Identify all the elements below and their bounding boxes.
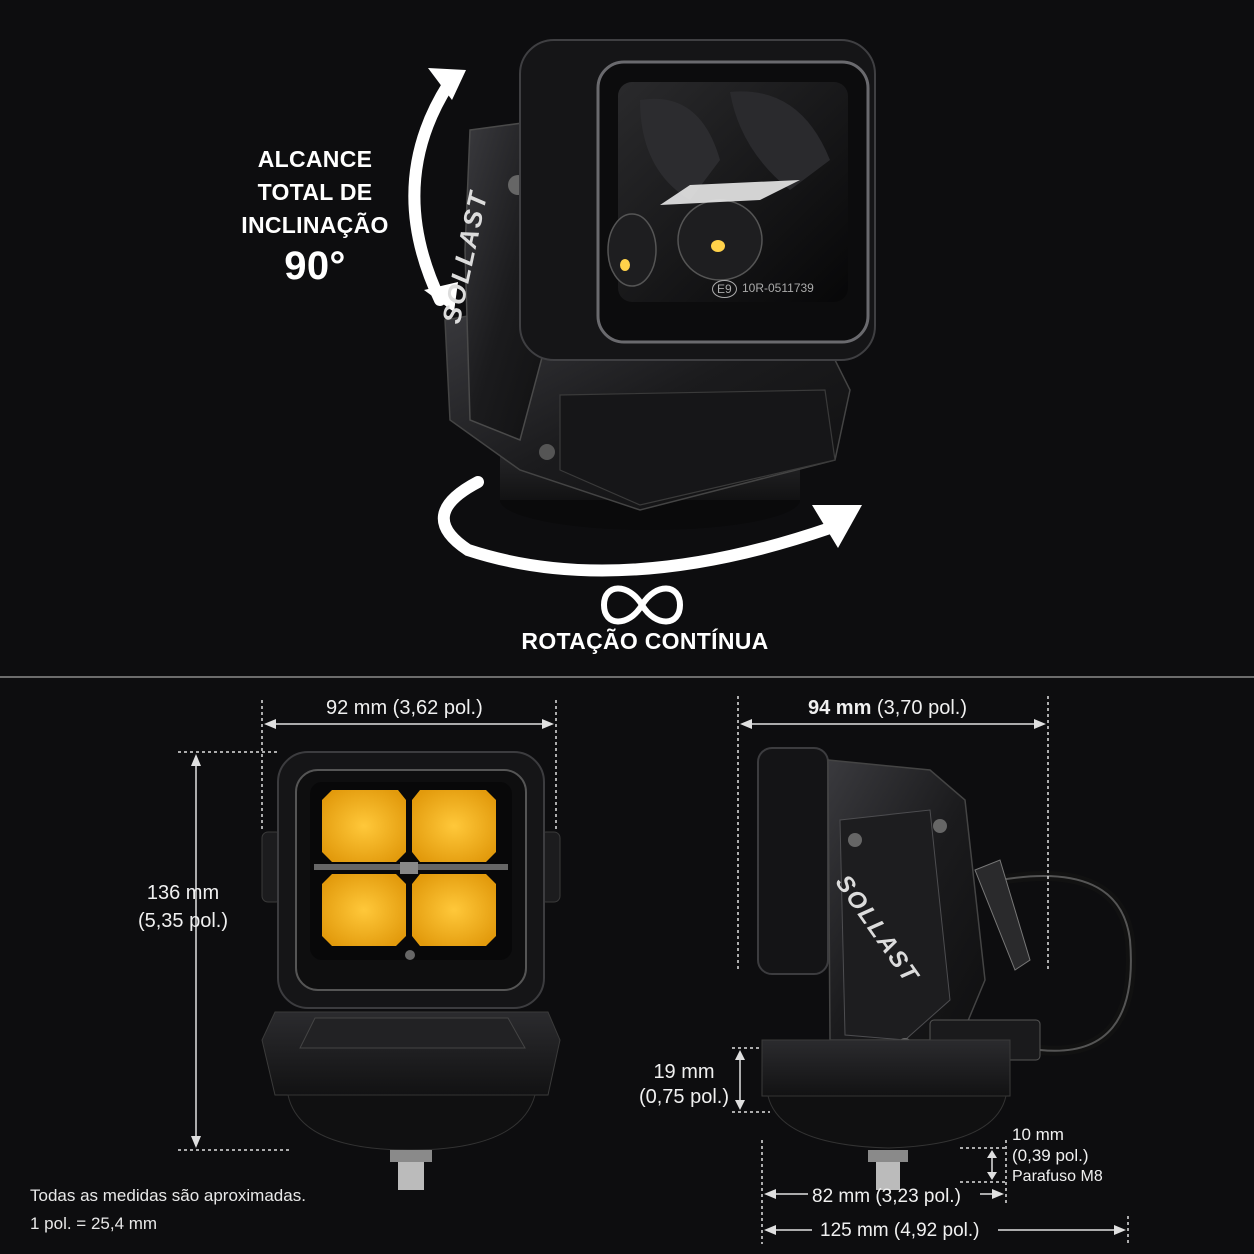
lamp-marking-e: E9 [712,280,737,298]
tilt-degrees: 90° [284,244,346,288]
section-divider [0,676,1254,678]
measurement-notes: Todas as medidas são aproximadas. 1 pol.… [30,1182,306,1238]
infinity-icon [600,585,684,625]
tilt-label-line-2: TOTAL DE [257,179,373,205]
front-height-label: 136 mm (5,35 pol.) [118,879,248,935]
rotation-arrow-icon [437,476,862,577]
front-view-lamp [261,751,561,1190]
bolt-in: (0,39 pol.) [1012,1146,1089,1165]
note-approximate: Todas as medidas são aproximadas. [30,1186,306,1205]
tilt-label-line-1: ALCANCE [257,146,373,172]
front-height-mm: 136 mm [146,882,220,904]
front-height-in: (5,35 pol.) [137,910,229,932]
base-diameter-label: 82 mm (3,23 pol.) [812,1186,961,1207]
side-width-rest: (3,70 pol.) [871,697,967,719]
side-view-lamp [757,747,1136,1190]
note-conversion: 1 pol. = 25,4 mm [30,1214,158,1233]
rotation-label: ROTAÇÃO CONTÍNUA [521,628,769,654]
total-depth-label: 125 mm (4,92 pol.) [820,1220,980,1241]
tilt-label-line-3: INCLINAÇÃO [241,212,389,238]
base-height-mm: 19 mm [653,1061,715,1083]
dimension-lines [178,696,1129,1244]
side-width-bold: 94 mm [808,697,872,719]
bolt-mm: 10 mm [1012,1125,1064,1144]
tilt-label: ALCANCE TOTAL DE INCLINAÇÃO 90° [222,143,408,290]
front-width-label: 92 mm (3,62 pol.) [326,697,483,719]
side-width-label: 94 mm (3,70 pol.) [808,697,967,720]
base-height-label: 19 mm (0,75 pol.) [632,1060,736,1110]
base-height-in: (0,75 pol.) [638,1086,730,1108]
bolt-label: 10 mm (0,39 pol.) Parafuso M8 [1012,1124,1103,1187]
hero-lamp [408,39,876,625]
tilt-arrow-icon [408,68,466,312]
lamp-marking-code: 10R-0511739 [742,281,814,295]
bolt-type: Parafuso M8 [1012,1168,1103,1185]
